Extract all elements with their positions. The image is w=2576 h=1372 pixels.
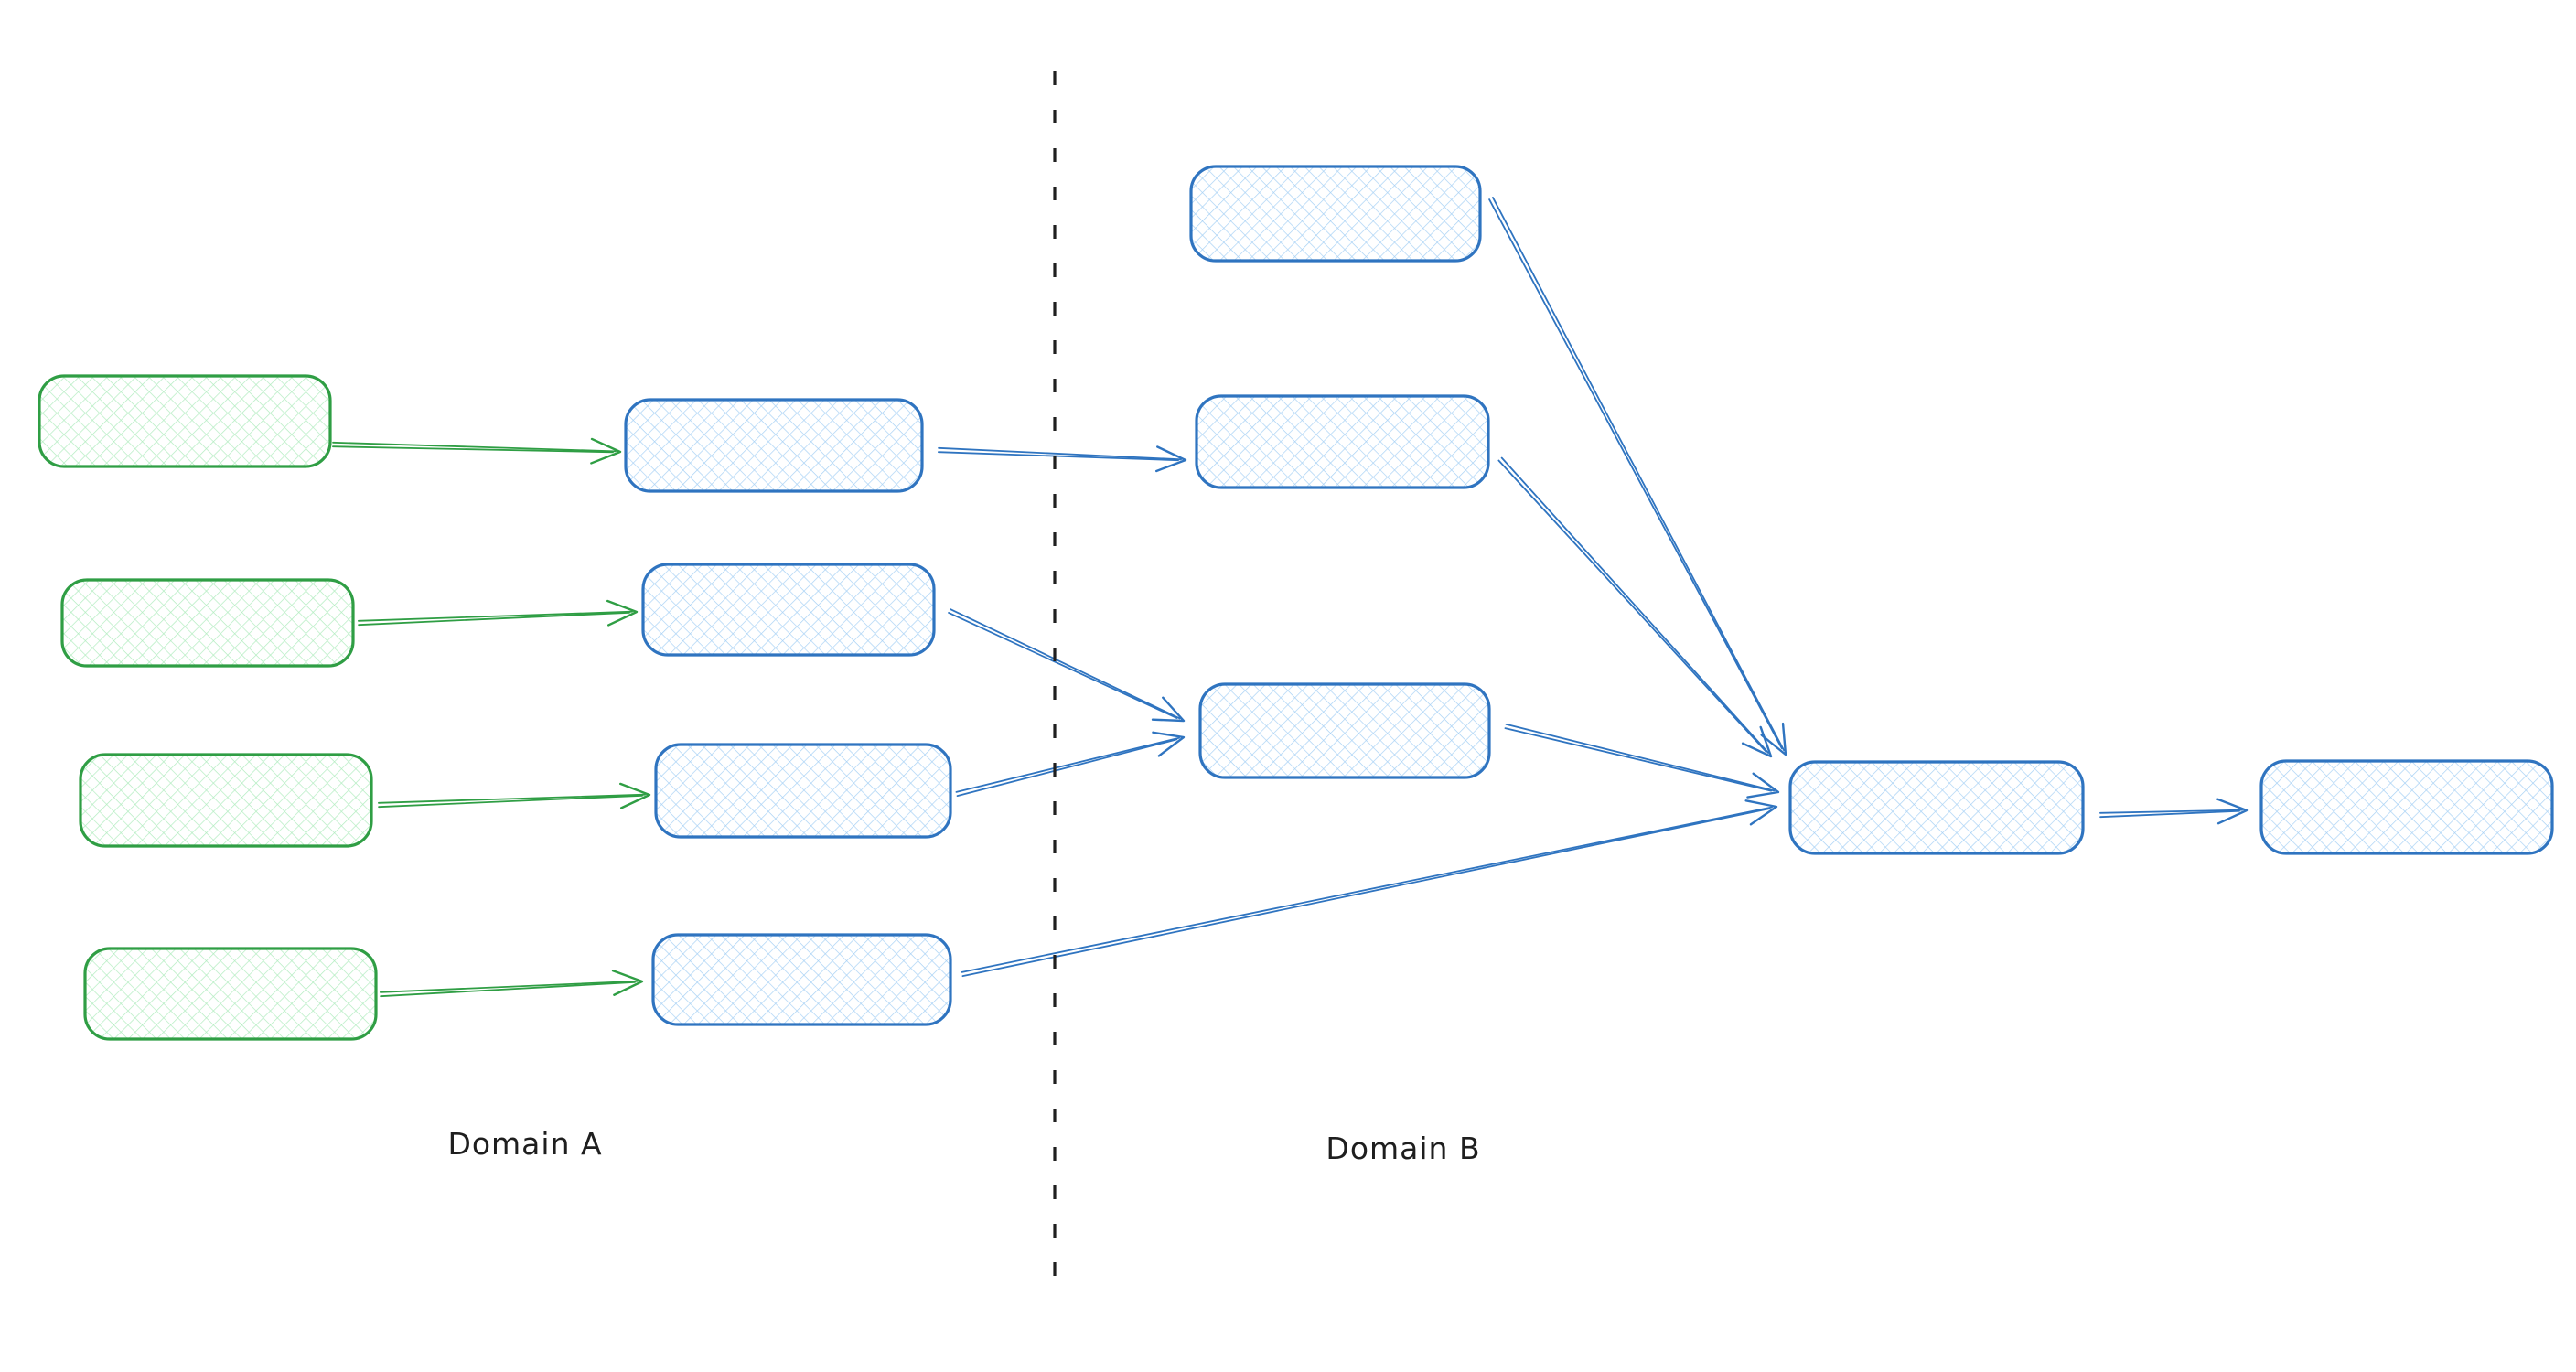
edge-domainb3-to-merge bbox=[1504, 723, 1780, 799]
domain-a-stage-node-2 bbox=[641, 563, 936, 657]
nodes-layer bbox=[38, 165, 2554, 1041]
edge-shaft bbox=[1505, 723, 1776, 792]
edge-source4-to-stage4 bbox=[379, 970, 644, 998]
edge-shaft bbox=[955, 736, 1180, 793]
edge-shaft bbox=[380, 981, 636, 998]
edge-shaft bbox=[1488, 198, 1783, 750]
domain-a-source-node-1 bbox=[38, 374, 332, 468]
edge-shaft bbox=[2099, 809, 2243, 814]
domain-a-source-node-3 bbox=[79, 753, 373, 848]
arrowhead-icon bbox=[606, 599, 639, 627]
edge-stage3-to-domainb3 bbox=[955, 731, 1186, 798]
domain-b-output-node bbox=[2259, 759, 2554, 855]
domain-b-node-2 bbox=[1195, 394, 1490, 489]
edge-shaft bbox=[961, 808, 1771, 978]
edge-domainb1-to-merge bbox=[1488, 197, 1787, 756]
edge-shaft bbox=[332, 445, 614, 454]
domain-a-source-node-4 bbox=[83, 947, 378, 1041]
arrowhead-icon bbox=[2216, 798, 2249, 825]
arrowhead-icon bbox=[611, 970, 644, 996]
edge-source3-to-stage3 bbox=[378, 782, 651, 809]
edge-shaft bbox=[2099, 809, 2240, 819]
arrowhead-icon bbox=[590, 437, 622, 465]
domain-a-stage-node-1 bbox=[624, 398, 924, 493]
edge-shaft bbox=[1504, 727, 1773, 792]
domain-b-merge-node bbox=[1788, 760, 2085, 855]
arrowhead-icon bbox=[1746, 772, 1780, 799]
domain-a-label: Domain A bbox=[447, 1126, 602, 1162]
edge-stage1-to-domainb2 bbox=[938, 445, 1187, 473]
arrowhead-icon bbox=[1760, 722, 1787, 756]
edge-shaft bbox=[378, 794, 643, 809]
arrowhead-icon bbox=[1151, 696, 1186, 723]
edge-shaft bbox=[1500, 456, 1769, 754]
edge-source1-to-stage1 bbox=[332, 437, 622, 465]
domain-b-node-3 bbox=[1198, 682, 1491, 779]
domain-a-source-node-2 bbox=[60, 578, 355, 668]
edge-merge-to-output bbox=[2099, 798, 2249, 825]
edge-shaft bbox=[961, 806, 1773, 973]
arrowhead-icon bbox=[1152, 731, 1186, 757]
edge-shaft bbox=[379, 980, 639, 993]
edge-shaft bbox=[332, 441, 617, 453]
edge-shaft bbox=[1492, 197, 1786, 752]
domain-b-node-1 bbox=[1189, 165, 1482, 263]
edge-shaft bbox=[956, 738, 1178, 798]
edge-stage2-to-domainb3 bbox=[948, 608, 1186, 723]
arrowhead-icon bbox=[619, 782, 651, 809]
edge-shaft bbox=[938, 451, 1179, 462]
edges-layer bbox=[332, 197, 2249, 998]
edge-stage4-to-merge bbox=[961, 799, 1778, 978]
domain-b-label: Domain B bbox=[1326, 1131, 1480, 1166]
edge-shaft bbox=[938, 446, 1182, 461]
edge-domainb2-to-merge bbox=[1497, 456, 1773, 758]
edge-shaft bbox=[948, 612, 1178, 719]
edge-source2-to-stage2 bbox=[358, 599, 639, 627]
edge-shaft bbox=[358, 611, 630, 627]
edge-shaft bbox=[378, 793, 646, 804]
domain-a-stage-node-3 bbox=[654, 743, 952, 839]
arrowhead-icon bbox=[1154, 445, 1187, 473]
arrowhead-icon bbox=[1744, 799, 1778, 826]
domain-a-stage-node-4 bbox=[651, 933, 952, 1026]
arrowhead-icon bbox=[1741, 725, 1773, 758]
edge-shaft bbox=[950, 608, 1181, 720]
edge-shaft bbox=[1497, 459, 1767, 753]
edge-shaft bbox=[358, 610, 633, 622]
